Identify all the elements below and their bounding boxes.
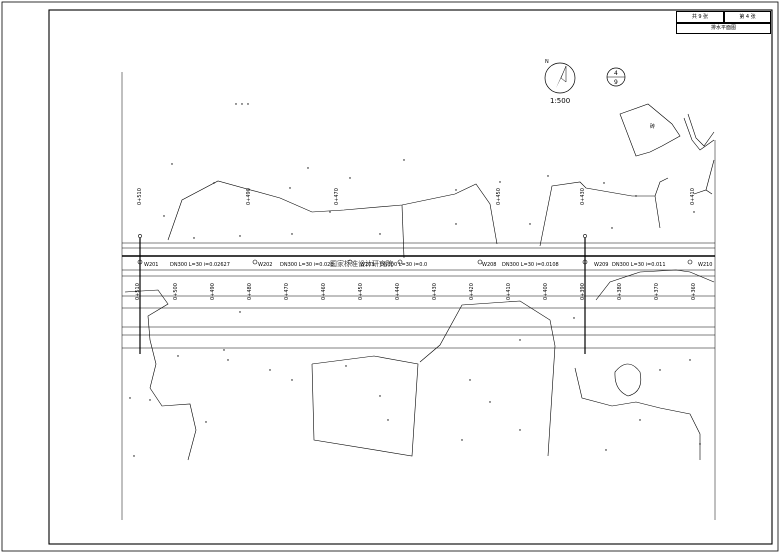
survey-points — [129, 103, 701, 457]
station-label: 0+450 — [496, 188, 502, 205]
inner-frame — [48, 9, 773, 545]
road-lines — [122, 242, 715, 349]
sheet-total: 共 9 张 — [691, 14, 709, 20]
station-label: 0+370 — [654, 283, 660, 300]
pipe-spec-label: DN300 L=30 i=0.0108 — [502, 262, 559, 268]
north-letter: N — [545, 59, 549, 65]
terrain-upper — [167, 159, 715, 259]
pipe-node-label: W201 — [144, 262, 159, 268]
pipe-spec-label: DN300 L=30 i=0.0 — [380, 262, 427, 268]
station-mid-row: 0+510 0+500 0+490 0+480 0+470 0+460 0+45… — [135, 283, 697, 300]
pipe-spec-label: DN300 L=30 i=0.011 — [612, 262, 666, 268]
station-label: 0+380 — [617, 283, 623, 300]
title-block-cell-total — [676, 11, 724, 23]
pipe-nodes — [137, 259, 693, 265]
title-block-cell-index — [724, 11, 771, 23]
pipe-label-group: W201 DN300 L=30 i=0.02627 W202 DN300 L=3… — [144, 262, 713, 268]
pipe-node-label: W208 — [482, 262, 497, 268]
station-label: 0+510 — [137, 188, 143, 205]
pipe-node-label: W209 — [594, 262, 609, 268]
station-label: 0+470 — [334, 188, 340, 205]
building-label: 砖 — [650, 123, 655, 130]
station-label: 0+460 — [321, 283, 327, 300]
pipe-node-label: W210 — [698, 262, 713, 268]
drawing-name: 排水平面图 — [710, 25, 736, 31]
terrain-lower — [124, 269, 715, 461]
pipe-node-label: W203 — [360, 262, 375, 268]
station-label: 0+430 — [432, 283, 438, 300]
station-label: 0+410 — [690, 188, 696, 205]
sheet-index: 第 4 张 — [739, 14, 756, 20]
station-label: 0+470 — [284, 283, 290, 300]
watermark: 国家标准设计研究院 — [330, 259, 393, 268]
pipe-node-label: W202 — [258, 262, 273, 268]
station-label: 0+490 — [246, 188, 252, 205]
station-label: 0+360 — [691, 283, 697, 300]
station-label: 0+400 — [543, 283, 549, 300]
scale-label: 1:500 — [550, 97, 570, 105]
station-label: 0+390 — [580, 283, 586, 300]
north-arrow — [544, 62, 576, 94]
station-label: 0+430 — [580, 188, 586, 205]
pipe-spec-label: DN300 L=30 i=0.026 — [280, 262, 334, 268]
station-label: 0+420 — [469, 283, 475, 300]
station-label: 0+490 — [210, 283, 216, 300]
index-top: 4 — [614, 70, 618, 77]
title-block-cell-name — [676, 23, 771, 34]
station-label: 0+410 — [506, 283, 512, 300]
vertical-markers — [138, 234, 587, 354]
station-label: 0+480 — [247, 283, 253, 300]
station-label: 0+450 — [358, 283, 364, 300]
station-top-row: 0+510 0+490 0+470 0+450 0+430 0+410 — [137, 188, 696, 205]
index-bottom: 9 — [614, 79, 618, 86]
index-badge — [606, 67, 626, 87]
station-label: 0+440 — [395, 283, 401, 300]
station-label: 0+500 — [173, 283, 179, 300]
station-label: 0+510 — [135, 283, 141, 300]
building — [619, 103, 715, 157]
pipe-spec-label: DN300 L=30 i=0.02627 — [170, 262, 230, 268]
